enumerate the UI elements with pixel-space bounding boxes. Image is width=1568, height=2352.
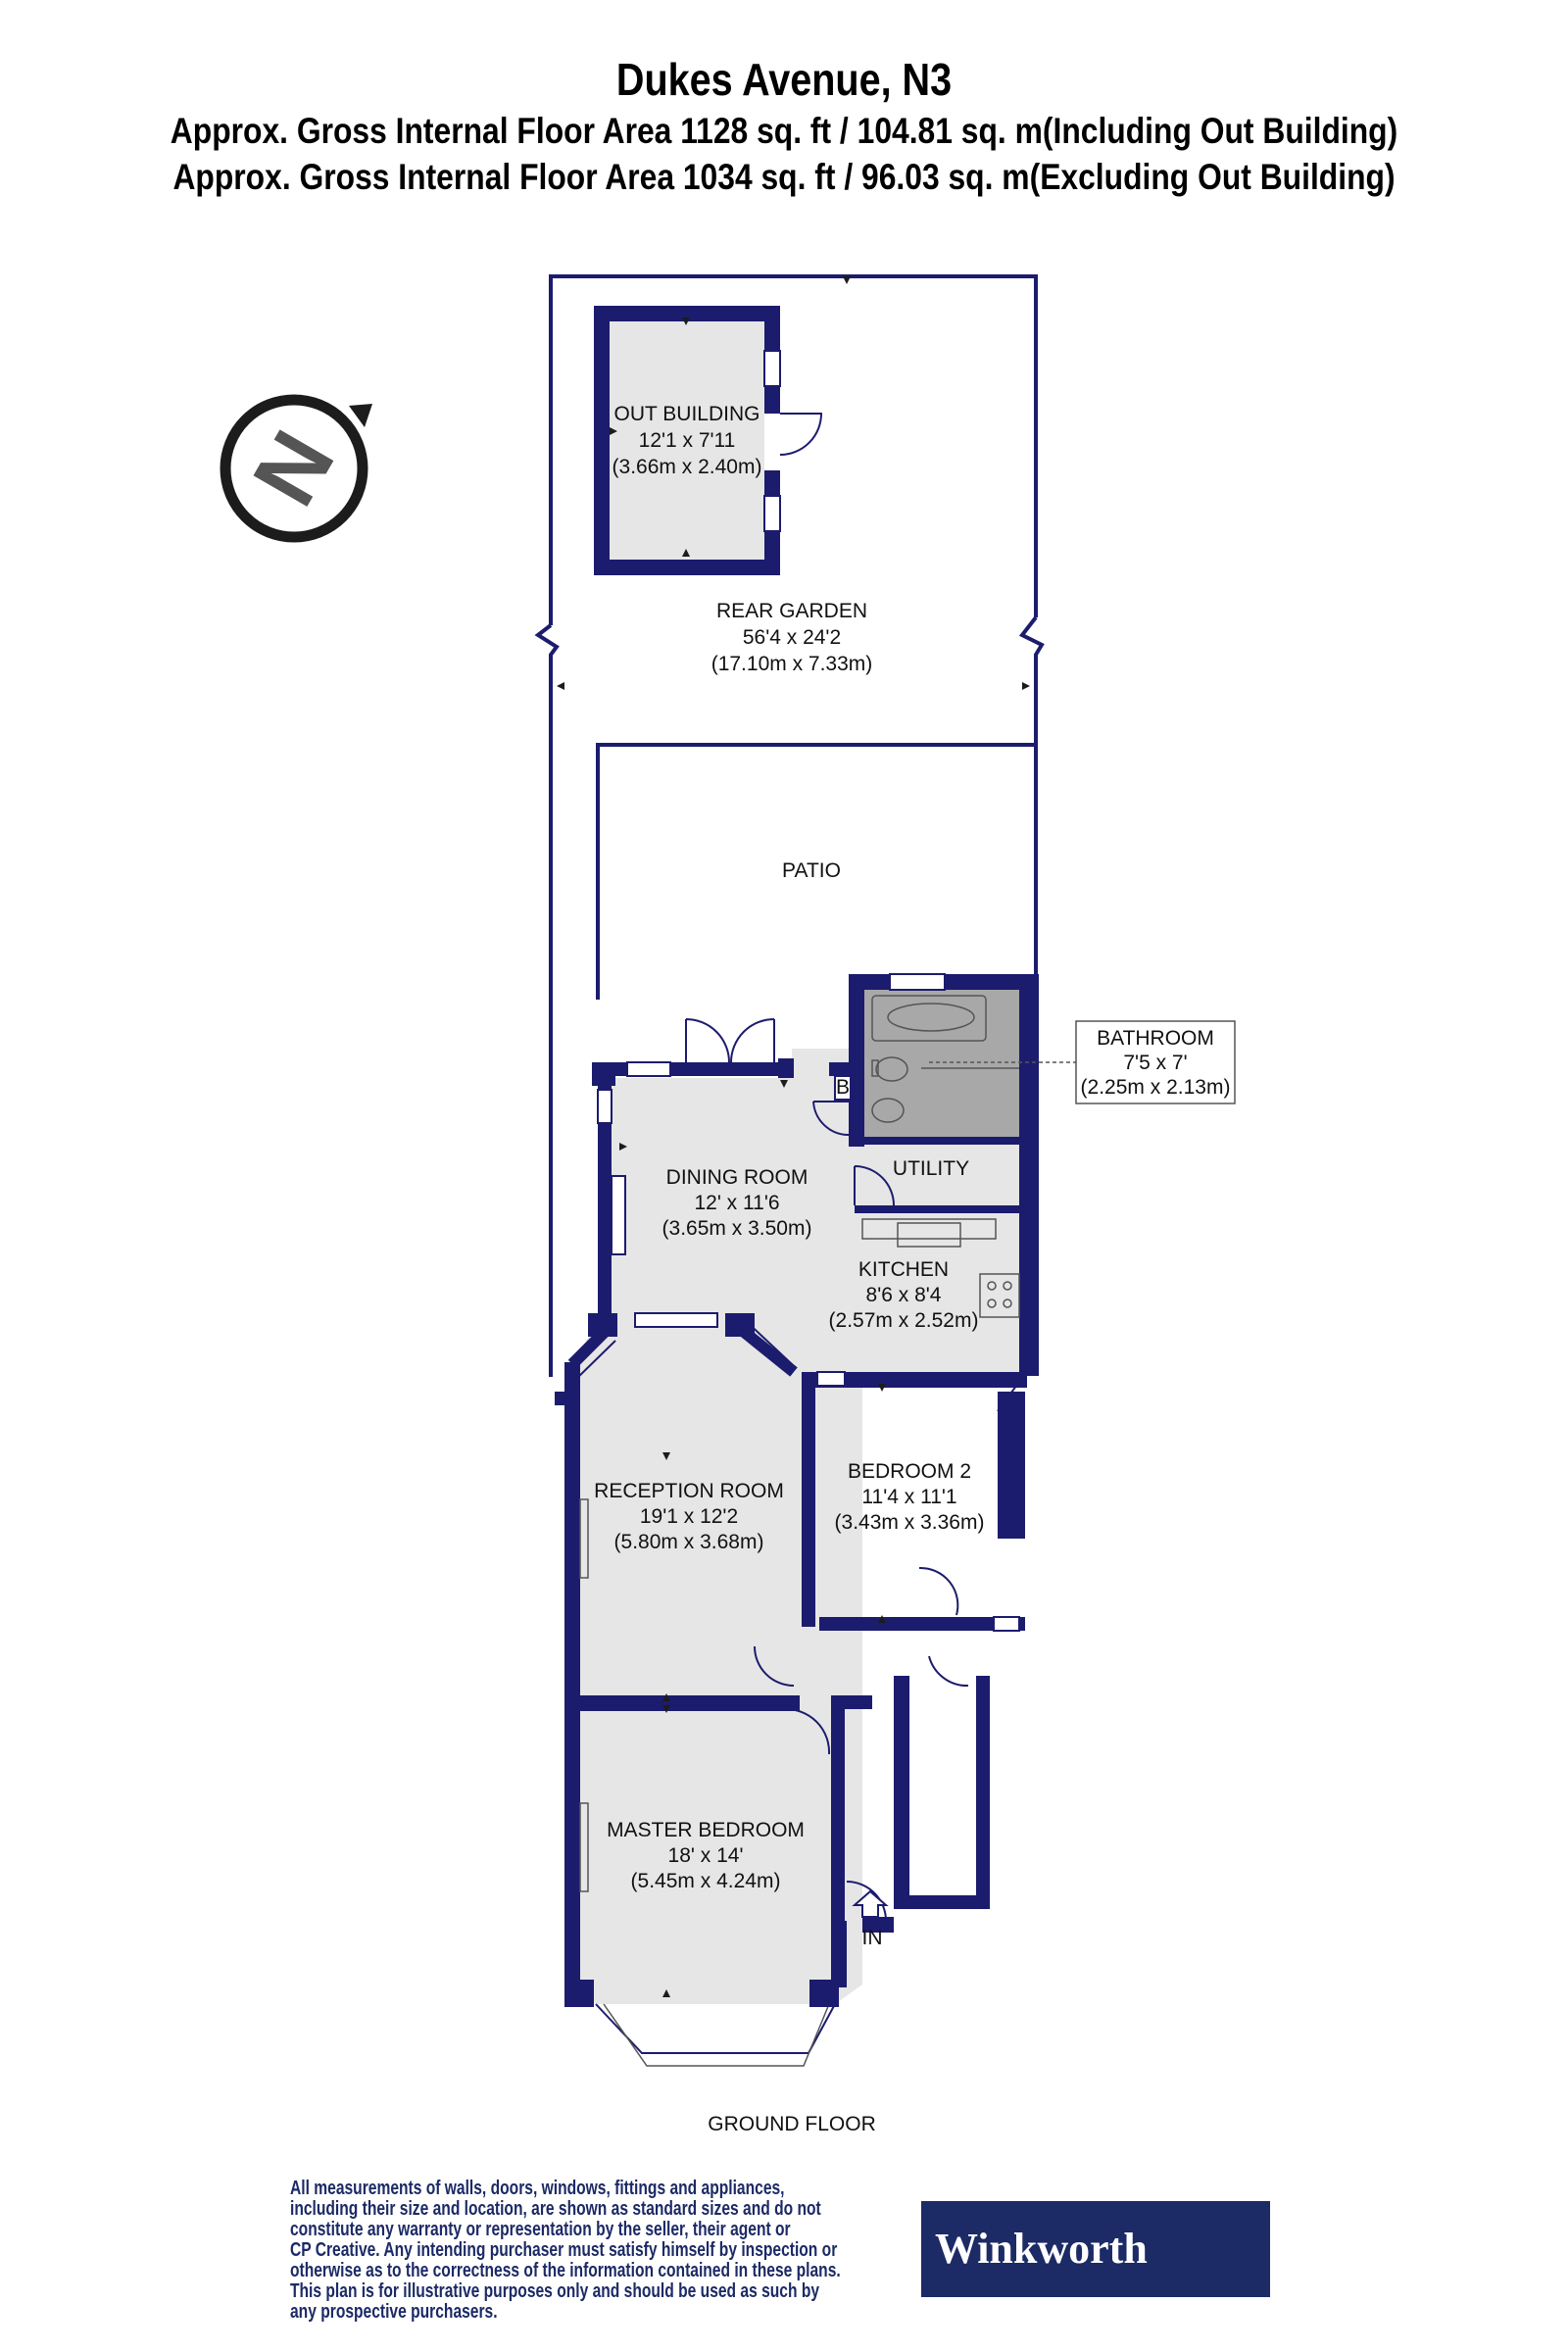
kitchen-name: KITCHEN [858,1258,949,1281]
bathroom-metric: (2.25m x 2.13m) [1081,1076,1231,1099]
out-building-metric: (3.66m x 2.40m) [612,456,762,478]
disclaimer-line: otherwise as to the correctness of the i… [290,2260,841,2281]
kitchen-metric: (2.57m x 2.52m) [829,1309,979,1332]
boiler-label: B [836,1076,850,1099]
windows [572,973,1020,1632]
out-building [594,306,823,575]
master-bedroom-name: MASTER BEDROOM [607,1819,805,1841]
garden-boundary [534,274,1045,1377]
patio-name: PATIO [782,859,841,882]
bathroom-name: BATHROOM [1097,1027,1214,1050]
front-bay [595,2003,836,2054]
disclaimer-line: All measurements of walls, doors, window… [290,2178,785,2199]
master-bedroom-imperial: 18' x 14' [668,1844,744,1867]
room-labels: OUT BUILDING 12'1 x 7'11 (3.66m x 2.40m)… [594,403,1230,2135]
area-excluding-outbuilding: Approx. Gross Internal Floor Area 1034 s… [172,157,1396,197]
dimension-ticks [557,276,1030,1997]
plan-title: Dukes Avenue, N3 [615,54,953,105]
rear-garden-metric: (17.10m x 7.33m) [711,653,873,675]
disclaimer: All measurements of walls, doors, window… [290,2178,841,2323]
kitchen-imperial: 8'6 x 8'4 [866,1284,942,1306]
disclaimer-line: This plan is for illustrative purposes o… [290,2280,820,2302]
reception-room-metric: (5.80m x 3.68m) [614,1531,764,1553]
entrance-label: IN [862,1927,883,1949]
bathroom-imperial: 7'5 x 7' [1123,1052,1187,1074]
master-bedroom-metric: (5.45m x 4.24m) [631,1870,781,1892]
bedroom-2-name: BEDROOM 2 [848,1460,971,1483]
utility-name: UTILITY [893,1157,969,1180]
compass-north-icon: N [220,394,372,543]
rear-garden-name: REAR GARDEN [716,600,867,622]
area-including-outbuilding: Approx. Gross Internal Floor Area 1128 s… [170,111,1398,151]
bathroom-callout [929,1020,1236,1104]
brand-logo: Winkworth [921,2201,1270,2297]
front-bay-glazing [603,2003,830,2067]
disclaimer-line: including their size and location, are s… [290,2198,821,2220]
header: Dukes Avenue, N3 Approx. Gross Internal … [110,51,1458,200]
bedroom-2-metric: (3.43m x 3.36m) [835,1511,985,1534]
disclaimer-line: any prospective purchasers. [290,2301,498,2323]
entrance-arrow-icon [852,1889,889,1918]
dining-room-imperial: 12' x 11'6 [694,1192,779,1214]
boiler-cupboard [834,1075,852,1101]
dining-room-metric: (3.65m x 3.50m) [662,1217,812,1240]
bay-walls [567,1318,798,1377]
floor-label: GROUND FLOOR [708,2113,876,2135]
disclaimer-line: constitute any warranty or representatio… [290,2219,791,2240]
doors [685,1018,1020,1922]
reception-room-imperial: 19'1 x 12'2 [640,1505,738,1528]
fittings [579,995,1020,1892]
out-building-imperial: 12'1 x 7'11 [639,429,736,452]
bedroom-2-imperial: 11'4 x 11'1 [861,1486,956,1508]
out-building-name: OUT BUILDING [614,403,760,425]
disclaimer-line: CP Creative. Any intending purchaser mus… [290,2239,838,2261]
walls [555,974,1039,2007]
reception-room-name: RECEPTION ROOM [594,1480,784,1502]
dining-room-name: DINING ROOM [666,1166,808,1189]
bathroom-area [862,990,1025,1137]
rear-garden-imperial: 56'4 x 24'2 [743,626,841,649]
